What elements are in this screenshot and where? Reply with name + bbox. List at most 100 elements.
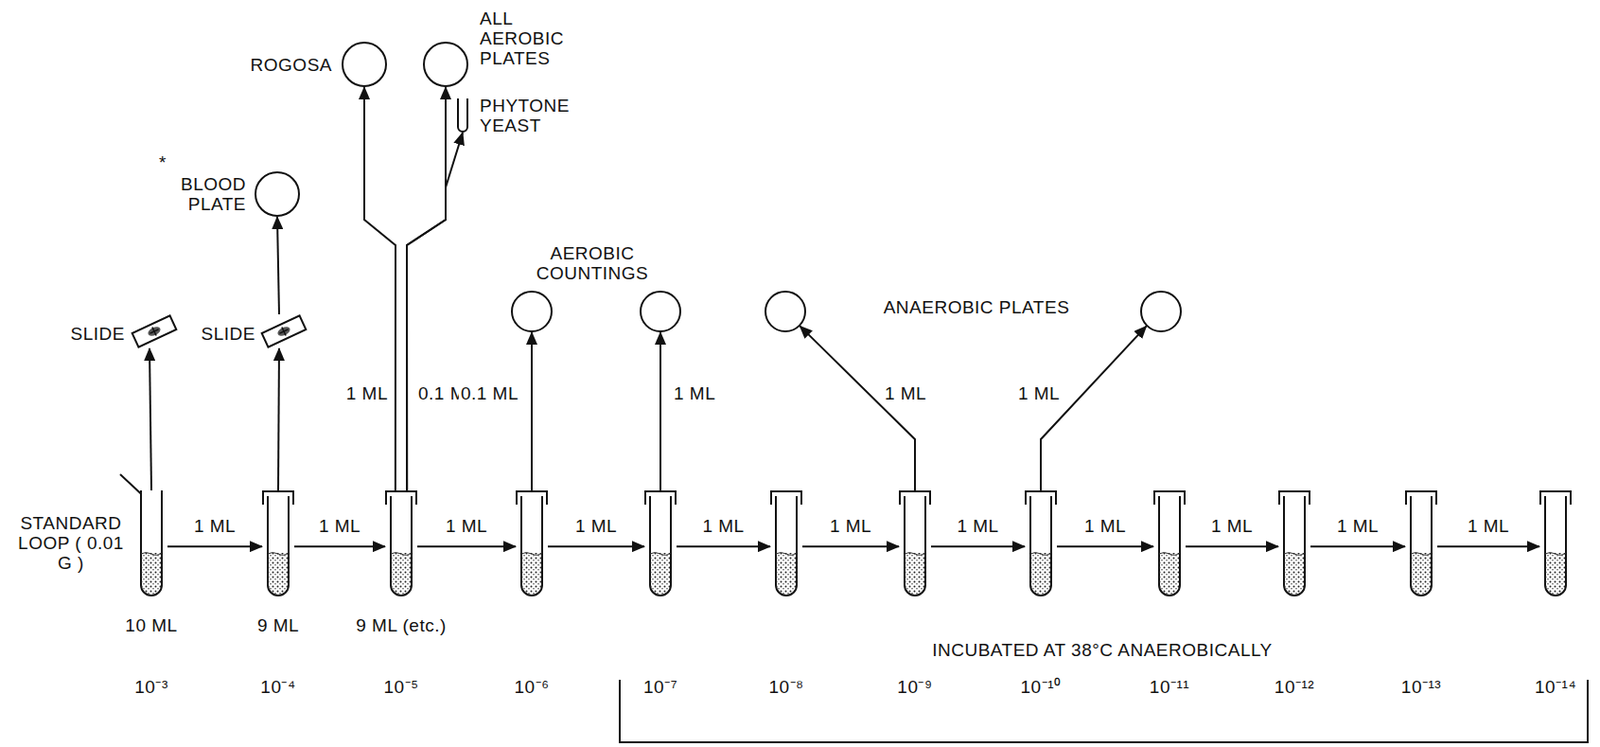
transfer-arrow xyxy=(417,545,516,547)
test-tube: 10⁻⁹ xyxy=(898,490,932,600)
volume-label: 1 ML xyxy=(192,515,238,536)
test-tube: 10⁻¹¹ xyxy=(1153,490,1186,600)
plate: ROGOSA xyxy=(341,41,387,88)
transfer-arrow xyxy=(802,545,899,547)
transfer-arrow xyxy=(278,348,280,491)
group-label: AEROBIC COUNTINGS xyxy=(508,243,678,283)
phytone-tube-outline xyxy=(457,98,469,133)
node-label: 10⁻¹³ xyxy=(1399,676,1443,697)
volume-label: 1 ML xyxy=(1465,515,1512,536)
test-tube: 10⁻⁷ xyxy=(644,490,677,600)
plate: ALL AEROBIC PLATES xyxy=(422,41,469,88)
test-tube-outline xyxy=(1153,490,1186,600)
volume-label: 0.1 ML xyxy=(458,383,521,404)
plate-outline xyxy=(341,41,387,88)
node-label: 10⁻⁷ xyxy=(641,676,680,697)
test-tube-outline xyxy=(1405,490,1438,600)
volume-label: 1 ML xyxy=(1335,515,1381,536)
plate: BLOOD PLATE xyxy=(254,171,300,217)
note: STANDARD LOOP ( 0.01 G ) xyxy=(16,512,126,573)
plate-outline xyxy=(639,290,682,333)
node-label: 10⁻⁵ xyxy=(381,676,421,697)
volume-label: 1 ML xyxy=(316,515,363,536)
test-tube-outline xyxy=(898,490,932,600)
volume-label: 1 ML xyxy=(954,515,1001,536)
transfer-arrow xyxy=(294,545,386,547)
transfer-arrow xyxy=(1056,545,1154,547)
note: INCUBATED AT 38°C ANAEROBICALLY xyxy=(930,639,1275,660)
node-label: 10⁻⁹ xyxy=(895,676,934,697)
node-label: ROGOSA xyxy=(248,54,335,75)
transfer-arrow xyxy=(799,325,915,491)
test-tube: 10⁻⁸ xyxy=(770,490,803,600)
transfer-arrow xyxy=(406,132,463,491)
footnote-mark: * xyxy=(157,152,169,173)
test-tube: 10⁻⁶ xyxy=(515,490,548,600)
test-tube-outline xyxy=(262,490,295,600)
plate-outline xyxy=(764,290,807,333)
test-tube: 10⁻¹⁰ xyxy=(1024,490,1057,600)
node-label: 10⁻⁶ xyxy=(512,676,552,697)
node-label: 9 ML (etc.) xyxy=(353,615,449,635)
volume-label: 1 ML xyxy=(1082,515,1128,536)
test-tube-outline xyxy=(515,490,548,600)
volume-label: 1 ML xyxy=(443,515,490,536)
plate xyxy=(510,290,553,333)
slide-outline xyxy=(130,314,178,349)
node-label: 10⁻¹¹ xyxy=(1147,676,1192,697)
transfer-arrow xyxy=(277,216,280,315)
test-tube: 9 ML (etc.)10⁻⁵ xyxy=(385,490,418,600)
test-tube: 9 ML10⁻⁴ xyxy=(262,490,295,600)
slide: SLIDE xyxy=(260,314,308,349)
transfer-arrow xyxy=(167,545,263,547)
transfer-arrow xyxy=(1040,325,1147,491)
node-label: PHYTONE YEAST xyxy=(477,95,572,136)
test-tube-outline xyxy=(1539,490,1572,600)
test-tube: 10⁻¹² xyxy=(1278,490,1311,600)
transfer-arrow xyxy=(149,348,152,491)
node-label: ALL AEROBIC PLATES xyxy=(477,8,577,69)
plate xyxy=(764,290,807,333)
volume-label: 1 ML xyxy=(700,515,746,536)
phytone-tube: PHYTONE YEAST xyxy=(457,98,469,133)
plate xyxy=(639,290,682,333)
node-label: 10 ML xyxy=(123,615,179,635)
test-tube-outline xyxy=(1278,490,1311,600)
node-label: BLOOD PLATE xyxy=(170,174,248,214)
slide-outline xyxy=(260,314,308,349)
node-label: 10⁻¹² xyxy=(1272,676,1317,697)
transfer-arrow xyxy=(406,87,446,491)
test-tube: 10⁻¹⁴ xyxy=(1539,490,1572,600)
test-tube-outline xyxy=(644,490,677,600)
volume-label: 1 ML xyxy=(1016,383,1062,404)
plate-outline xyxy=(422,41,469,88)
node-label: 10⁻¹⁴ xyxy=(1532,676,1579,697)
node-label: 9 ML xyxy=(255,615,301,635)
plate-outline xyxy=(1140,290,1182,333)
transfer-arrow xyxy=(676,545,771,547)
transfer-arrow xyxy=(1185,545,1279,547)
plate-outline xyxy=(510,290,553,333)
plate-outline xyxy=(254,171,300,217)
transfer-arrow xyxy=(659,332,662,491)
node-label: 10⁻¹⁰ xyxy=(1019,676,1064,697)
volume-label: 1 ML xyxy=(827,515,874,536)
transfer-arrow xyxy=(530,332,533,491)
node-label: 10⁻⁸ xyxy=(766,676,806,697)
volume-label: 1 ML xyxy=(573,515,619,536)
transfer-arrow xyxy=(364,87,396,491)
test-tube-outline xyxy=(770,490,803,600)
volume-label: 1 ML xyxy=(344,383,390,404)
transfer-arrow xyxy=(1310,545,1406,547)
test-tube: 10 ML10⁻³ xyxy=(135,490,168,600)
transfer-arrow xyxy=(547,545,645,547)
transfer-arrow xyxy=(931,545,1025,547)
group-label: ANAEROBIC PLATES xyxy=(881,297,1073,317)
node-label: 10⁻⁴ xyxy=(258,676,298,697)
test-tube-outline xyxy=(385,490,418,600)
node-label: SLIDE xyxy=(199,323,258,344)
volume-label: 1 ML xyxy=(1209,515,1255,536)
volume-label: 1 ML xyxy=(882,383,929,404)
